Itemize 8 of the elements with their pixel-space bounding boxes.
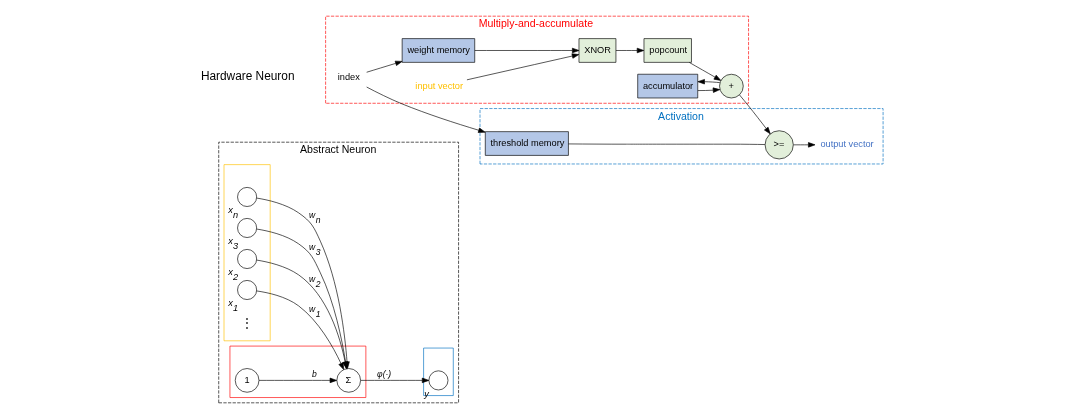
node-label: y xyxy=(424,388,429,399)
label: ⋮ xyxy=(240,315,253,330)
edge-label: b xyxy=(312,369,317,380)
edge-label: φ(·) xyxy=(377,369,392,380)
node-text: output vector xyxy=(820,139,874,150)
label: Hardware Neuron xyxy=(200,69,295,84)
node-text: index xyxy=(337,71,360,82)
node-text: input vector xyxy=(415,80,464,91)
